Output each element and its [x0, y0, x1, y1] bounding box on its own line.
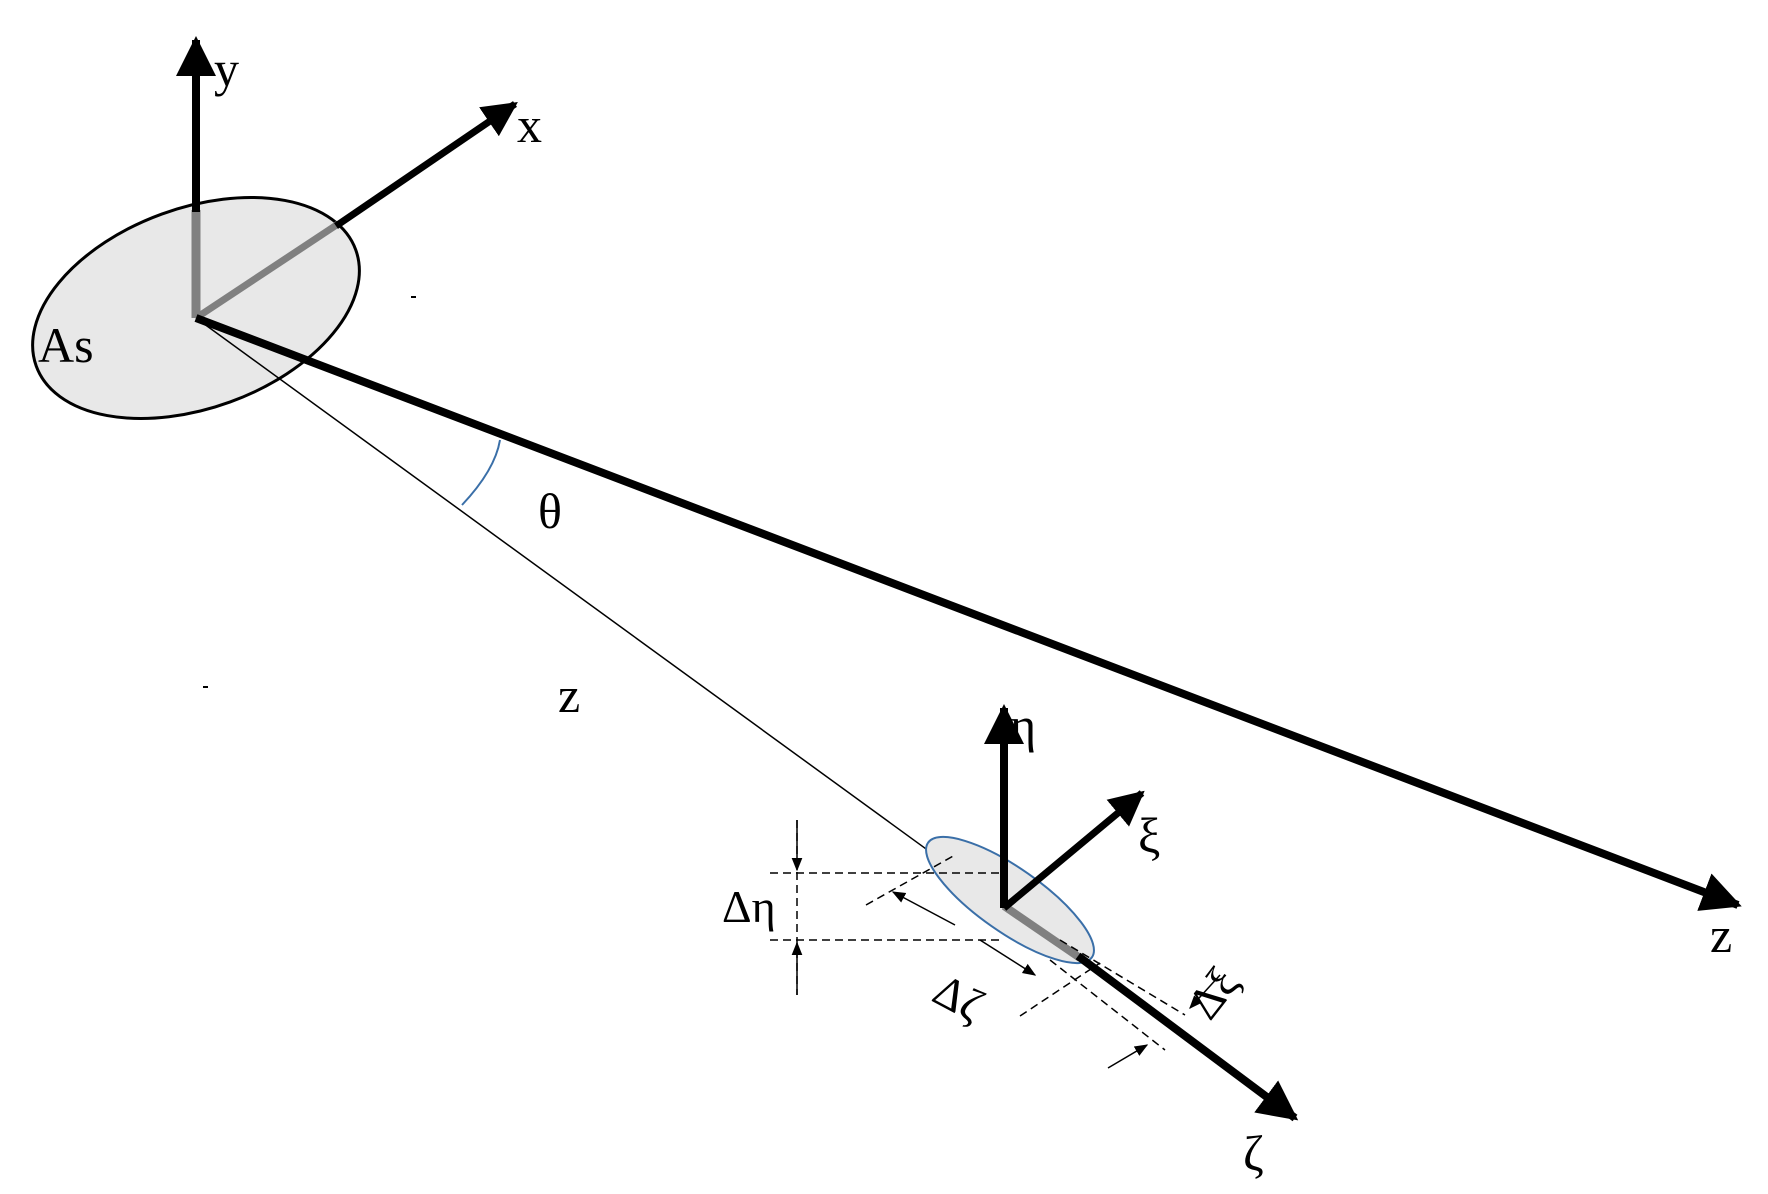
theta-label: θ [538, 483, 562, 539]
delta-xi-label: Δξ [1178, 957, 1249, 1028]
xi-axis-arrow [1001, 790, 1145, 911]
delta-eta-label: Δη [722, 881, 776, 932]
delta-zeta-dimension [865, 854, 1101, 1017]
theta-arc [461, 439, 501, 506]
eta-label: η [1010, 697, 1036, 753]
z-axis-arrow [194, 314, 1742, 911]
speck [411, 296, 416, 298]
y-axis-label: y [214, 41, 239, 97]
z-axis-label: z [1710, 907, 1732, 963]
x-axis-label: x [517, 97, 542, 153]
zeta-label: ζ [1243, 1125, 1264, 1181]
zeta-axis-gray-segment [1001, 902, 1083, 962]
z-line-label: z [558, 667, 580, 723]
delta-eta-dimension [770, 820, 1000, 995]
zeta-axis-arrow [1075, 952, 1299, 1122]
x-axis-arrow [334, 101, 518, 229]
speck [203, 686, 208, 688]
xi-label: ξ [1138, 807, 1160, 863]
x-axis-gray-segment [194, 221, 340, 321]
delta-xi-dimension [1049, 939, 1221, 1069]
line-of-sight [195, 317, 1011, 911]
delta-zeta-label: Δζ [925, 964, 992, 1032]
source-area-label: As [38, 317, 94, 373]
